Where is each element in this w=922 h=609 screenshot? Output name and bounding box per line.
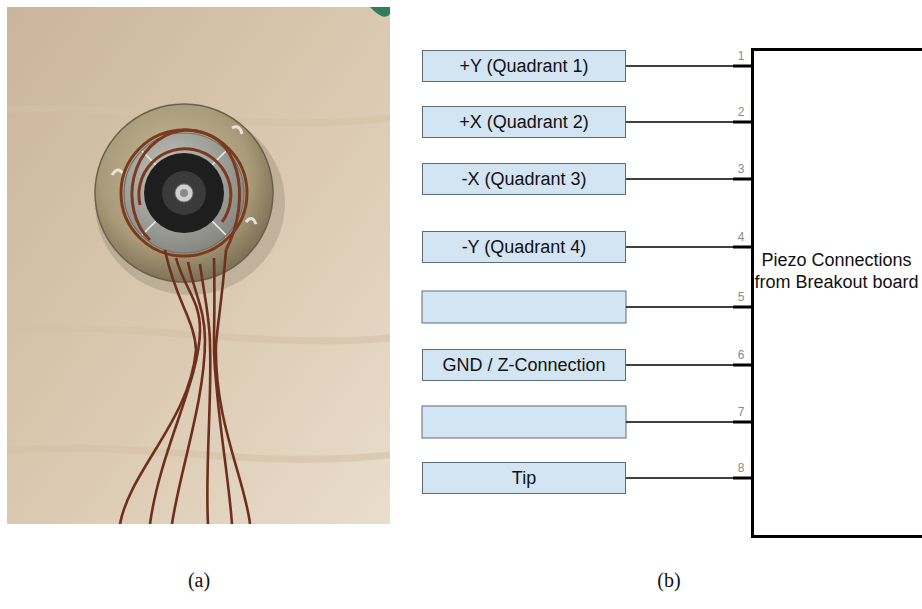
pin-number: 2 [738, 106, 745, 119]
lead-wires [150, 258, 200, 524]
piezo-photo [7, 7, 390, 524]
pin-number: 3 [738, 163, 745, 176]
pin-wire [626, 477, 751, 478]
connectors [626, 66, 751, 478]
empty-box [422, 406, 626, 438]
pin-number: 1 [738, 50, 745, 63]
spare-pins [422, 291, 751, 438]
pin-stubs [733, 66, 751, 478]
wood-ground [7, 7, 390, 524]
tip-holder [175, 184, 193, 202]
copper-wire [121, 130, 247, 256]
lead-wires [216, 250, 250, 524]
quadrant-lines [142, 151, 226, 235]
panel-label: (b) [657, 569, 680, 591]
pin-box: GND / Z-Connection [422, 349, 626, 381]
pin-number: 6 [738, 349, 745, 362]
empty-box [422, 291, 626, 323]
pin-number: 7 [738, 406, 745, 419]
pin-stubs [733, 421, 751, 424]
quadrant-lines [142, 151, 226, 235]
pin-stubs [733, 306, 751, 309]
pin-wire [626, 65, 751, 66]
panel-label: (a) [188, 569, 210, 591]
pin-box: +Y (Quadrant 1) [422, 50, 626, 82]
pin-wire [626, 121, 751, 122]
pin-wire [626, 364, 751, 365]
pin-name: +Y (Quadrant 1) [459, 55, 588, 78]
block-title: Piezo Connections from Breakout board [754, 249, 919, 294]
tip-hole [180, 189, 188, 197]
connector-block: Piezo Connections from Breakout board [751, 48, 922, 538]
black-ring [144, 153, 224, 233]
lead-wires [120, 250, 250, 524]
pin-name: +X (Quadrant 2) [459, 111, 589, 134]
green-mark [370, 7, 390, 17]
pin-box: Tip [422, 462, 626, 494]
lead-wires [120, 250, 196, 524]
quadrant-lines [142, 151, 226, 235]
metal-disc [95, 104, 273, 282]
copper-wire [132, 130, 240, 250]
inner-ring [162, 171, 206, 215]
pin-wire [626, 246, 751, 247]
pin-box: +X (Quadrant 2) [422, 106, 626, 138]
lead-wires [172, 262, 205, 524]
pin-name: Tip [512, 467, 536, 490]
wood-grain [7, 448, 390, 459]
pin-box: -X (Quadrant 3) [422, 163, 626, 195]
lead-wires [200, 264, 210, 524]
pin-name: -Y (Quadrant 4) [462, 236, 587, 259]
copper-wire [121, 130, 247, 256]
pin-wire [626, 306, 751, 307]
lead-wires [214, 258, 232, 524]
pin-name: -X (Quadrant 3) [461, 168, 586, 191]
pin-wire [626, 421, 751, 422]
pin-box: -Y (Quadrant 4) [422, 231, 626, 263]
pin-number: 5 [738, 291, 745, 304]
pin-name: GND / Z-Connection [442, 354, 605, 377]
pin-wire [626, 178, 751, 179]
pin-number: 8 [738, 462, 745, 475]
pin-number: 4 [738, 231, 745, 244]
